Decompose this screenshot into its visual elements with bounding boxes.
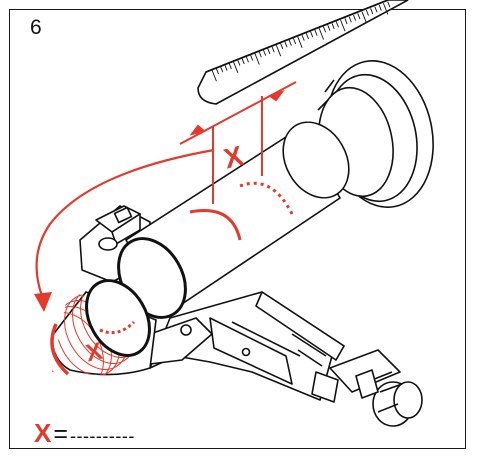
ruler-tick <box>370 8 374 15</box>
ruler-tick <box>301 34 305 41</box>
ruler-tick <box>254 53 260 65</box>
ruler-tick <box>237 59 241 66</box>
step-number: 6 <box>30 16 42 39</box>
ruler-tick <box>357 13 361 20</box>
ruler-tick <box>215 68 219 75</box>
measure-arrow-icon <box>34 81 297 312</box>
ruler-tick <box>387 1 391 8</box>
ruler-tick <box>220 66 224 73</box>
formula-equals: = <box>53 420 68 448</box>
ruler-tick <box>318 28 325 40</box>
pipe <box>117 60 434 319</box>
ruler-tick <box>305 33 309 40</box>
ruler-tick <box>211 69 217 82</box>
ruler-tick <box>314 29 318 36</box>
ruler-tick <box>258 51 262 58</box>
ruler-tick <box>327 24 331 31</box>
ruler-tick <box>310 31 314 38</box>
ruler-tick <box>228 63 232 70</box>
ruler-tick <box>344 18 348 25</box>
ruler-tick <box>241 58 245 65</box>
ruler-tick <box>323 26 327 33</box>
ruler-tick <box>331 23 335 30</box>
ruler-tick <box>297 36 303 48</box>
cut-piece: X <box>50 279 157 378</box>
ruler-tick <box>271 46 275 53</box>
ruler-tick <box>267 48 271 55</box>
ruler-tick <box>288 39 292 46</box>
ruler-tick <box>293 38 297 45</box>
formula-variable: X <box>34 418 52 448</box>
ruler-tick <box>378 4 382 11</box>
ruler-tick <box>280 43 284 50</box>
formula-blank: ---------- <box>69 426 135 446</box>
dimension-x-label: X <box>221 140 247 175</box>
ruler-icon <box>197 0 409 105</box>
ruler-tick <box>224 64 228 71</box>
ruler-tick <box>233 61 239 73</box>
ruler-tick <box>365 9 369 16</box>
ruler-tick <box>353 14 357 21</box>
cut-piece-x-label: X <box>83 338 104 368</box>
measurement-formula: X=---------- <box>34 418 135 449</box>
pipe-cutter-icon <box>79 205 423 427</box>
ruler-tick <box>250 54 254 61</box>
ruler-tick <box>263 49 267 56</box>
ruler-tick <box>275 44 282 57</box>
ruler-tick <box>383 3 389 15</box>
ruler-tick <box>335 21 339 28</box>
ruler-tick <box>284 41 288 48</box>
ruler-tick <box>245 56 249 63</box>
ruler-tick <box>374 6 378 13</box>
ruler-tick <box>361 11 367 23</box>
ruler-tick <box>340 19 346 32</box>
ruler-tick <box>348 16 352 23</box>
